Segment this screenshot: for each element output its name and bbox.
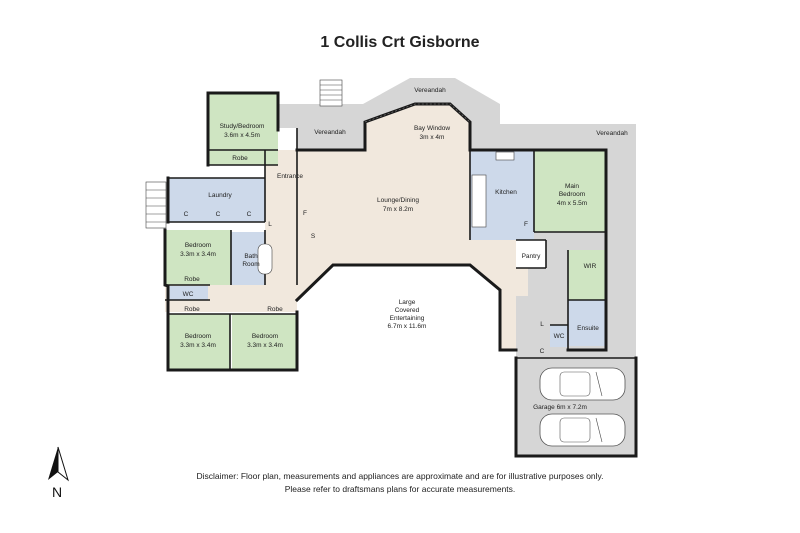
kitchen-bench (471, 174, 487, 228)
plan-title: 1 Collis Crt Gisborne (320, 34, 480, 51)
disclaimer-line: Disclaimer: Floor plan, measurements and… (196, 471, 604, 481)
bay-window-name: Bay Window (414, 125, 450, 132)
lounge-size: 7m x 8.2m (383, 206, 413, 213)
robe-label: Robe (184, 276, 200, 283)
cupboard-label: C (184, 211, 189, 218)
bedroom-size: 3.3m x 3.4m (180, 342, 216, 349)
bedroom-size: 3.3m x 3.4m (247, 342, 283, 349)
interior-walls (165, 128, 636, 370)
cupboard-label: C (216, 211, 221, 218)
bath-label: Room (242, 261, 259, 268)
ensuite-label: Ensuite (577, 325, 599, 332)
bedroom-2 (165, 230, 231, 285)
verandah-label: Vereandah (596, 130, 628, 137)
north-label: N (52, 484, 63, 500)
verandah-label: Vereandah (314, 129, 346, 136)
study-name: Study/Bedroom (220, 123, 265, 130)
kitchen-label: Kitchen (495, 189, 517, 196)
car-icon (539, 413, 626, 447)
disclaimer-line: Please refer to draftsmans plans for acc… (284, 484, 516, 494)
wc-left (168, 286, 208, 300)
study-size: 3.6m x 4.5m (224, 132, 260, 139)
robe-label: Robe (267, 306, 283, 313)
study-room (208, 93, 278, 165)
fridge-label: F (303, 210, 307, 217)
bedroom-name: Bedroom (185, 333, 211, 340)
entertaining-name: Covered (395, 307, 420, 314)
store-label: S (311, 233, 316, 240)
entrance-label: Entrance (277, 173, 303, 180)
bathtub (257, 243, 273, 275)
linen-label: L (540, 321, 544, 328)
north-arrow-icon (48, 446, 69, 482)
garage-label: Garage 6m x 7.2m (533, 404, 587, 411)
bay-window-line (364, 103, 471, 123)
fridge-label: F (524, 221, 528, 228)
main-bedroom-size: 4m x 5.5m (557, 200, 587, 207)
main-bedroom (534, 150, 606, 232)
bedroom-4 (232, 314, 297, 369)
bedroom-name: Bedroom (252, 333, 278, 340)
wir-room (568, 250, 606, 300)
main-bedroom-name: Bedroom (559, 191, 585, 198)
main-bedroom-name: Main (565, 183, 579, 190)
stairs-left (145, 181, 167, 229)
hall-area (165, 300, 297, 312)
laundry-room (168, 178, 265, 222)
lounge-area (165, 104, 528, 350)
entertaining-name: Large (399, 299, 416, 306)
cupboard-label: C (247, 211, 252, 218)
robe-label: Robe (232, 155, 248, 162)
stairs-top (319, 79, 343, 107)
bedroom-name: Bedroom (185, 242, 211, 249)
lounge-name: Lounge/Dining (377, 197, 419, 204)
wc-label: WC (554, 333, 565, 340)
kitchen-sink (495, 151, 515, 161)
entertaining-size: 6.7m x 11.6m (388, 323, 427, 330)
car-icon (539, 367, 626, 401)
linen-label: L (268, 221, 272, 228)
verandah-label: Vereandah (414, 87, 446, 94)
outer-walls (163, 91, 638, 458)
pantry-label: Pantry (522, 253, 542, 260)
entertaining-name: Entertaining (390, 315, 425, 322)
bath-label: Bath (244, 253, 258, 260)
laundry-label: Laundry (208, 192, 232, 199)
wir-label: WIR (584, 263, 597, 270)
wc-right (550, 325, 568, 347)
cupboard-label: C (540, 348, 545, 355)
ensuite-room (568, 300, 606, 346)
robe-label: Robe (184, 306, 200, 313)
pantry-room (516, 240, 546, 268)
bedroom-3 (167, 314, 230, 369)
disclaimer: Disclaimer: Floor plan, measurements and… (0, 470, 800, 496)
bedroom-size: 3.3m x 3.4m (180, 251, 216, 258)
bay-window-size: 3m x 4m (420, 134, 445, 141)
wc-label: WC (183, 291, 194, 298)
